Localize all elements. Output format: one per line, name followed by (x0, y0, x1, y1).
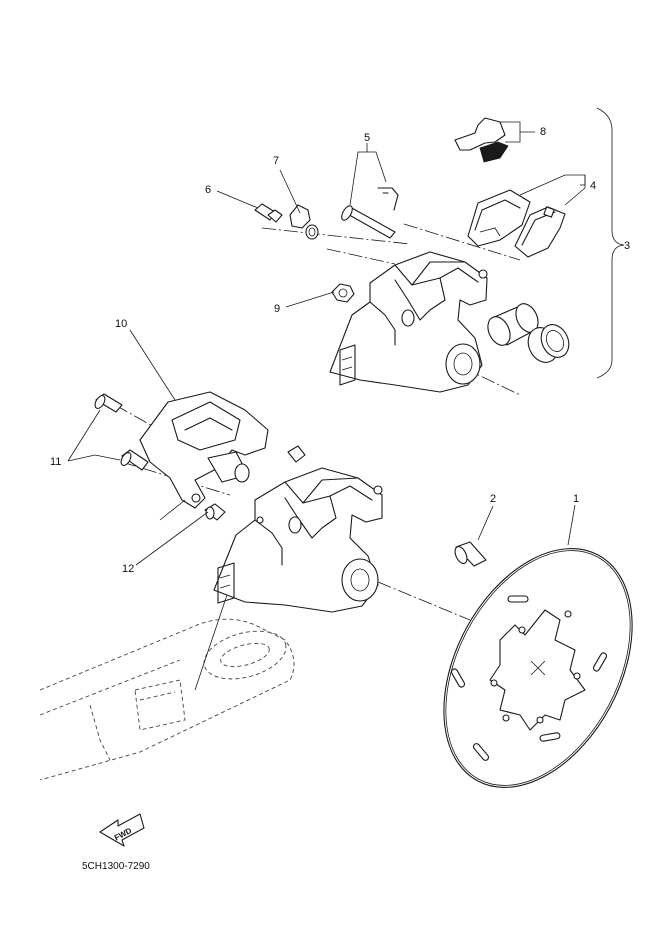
diagram-code: 5CH1300-7290 (82, 861, 150, 872)
brake-disc (443, 548, 633, 788)
disc-holes (490, 610, 581, 724)
pad-pin (341, 187, 399, 239)
disc-slots (450, 595, 608, 761)
swing-arm-phantom (39, 618, 295, 781)
callout-8: 8 (540, 126, 546, 138)
callout-12: 12 (122, 563, 134, 575)
callout-labels: 1 2 3 4 5 6 7 8 9 10 11 12 (50, 126, 630, 575)
callout-1: 1 (573, 493, 579, 505)
callout-6: 6 (205, 184, 211, 196)
callout-10: 10 (115, 318, 127, 330)
guard-bolts (94, 393, 149, 471)
lower-caliper-body (213, 445, 383, 613)
bleed-screw (254, 203, 283, 223)
callout-4: 4 (590, 180, 596, 192)
caliper-nut (331, 283, 355, 303)
disc-bolt (454, 541, 487, 567)
fwd-arrow-icon: FWD (99, 813, 145, 847)
caliper-guard (139, 391, 269, 509)
pad-shims (454, 117, 509, 163)
upper-caliper-body (329, 251, 488, 393)
callout-5: 5 (364, 132, 370, 144)
callout-9: 9 (274, 303, 280, 315)
callout-2: 2 (490, 493, 496, 505)
leader-lines (67, 107, 625, 691)
caliper-piston (487, 303, 570, 363)
brake-pad-set (467, 189, 566, 258)
callout-11: 11 (50, 456, 61, 468)
bleed-cap (289, 204, 319, 240)
callout-3: 3 (624, 240, 630, 252)
callout-7: 7 (273, 155, 279, 167)
